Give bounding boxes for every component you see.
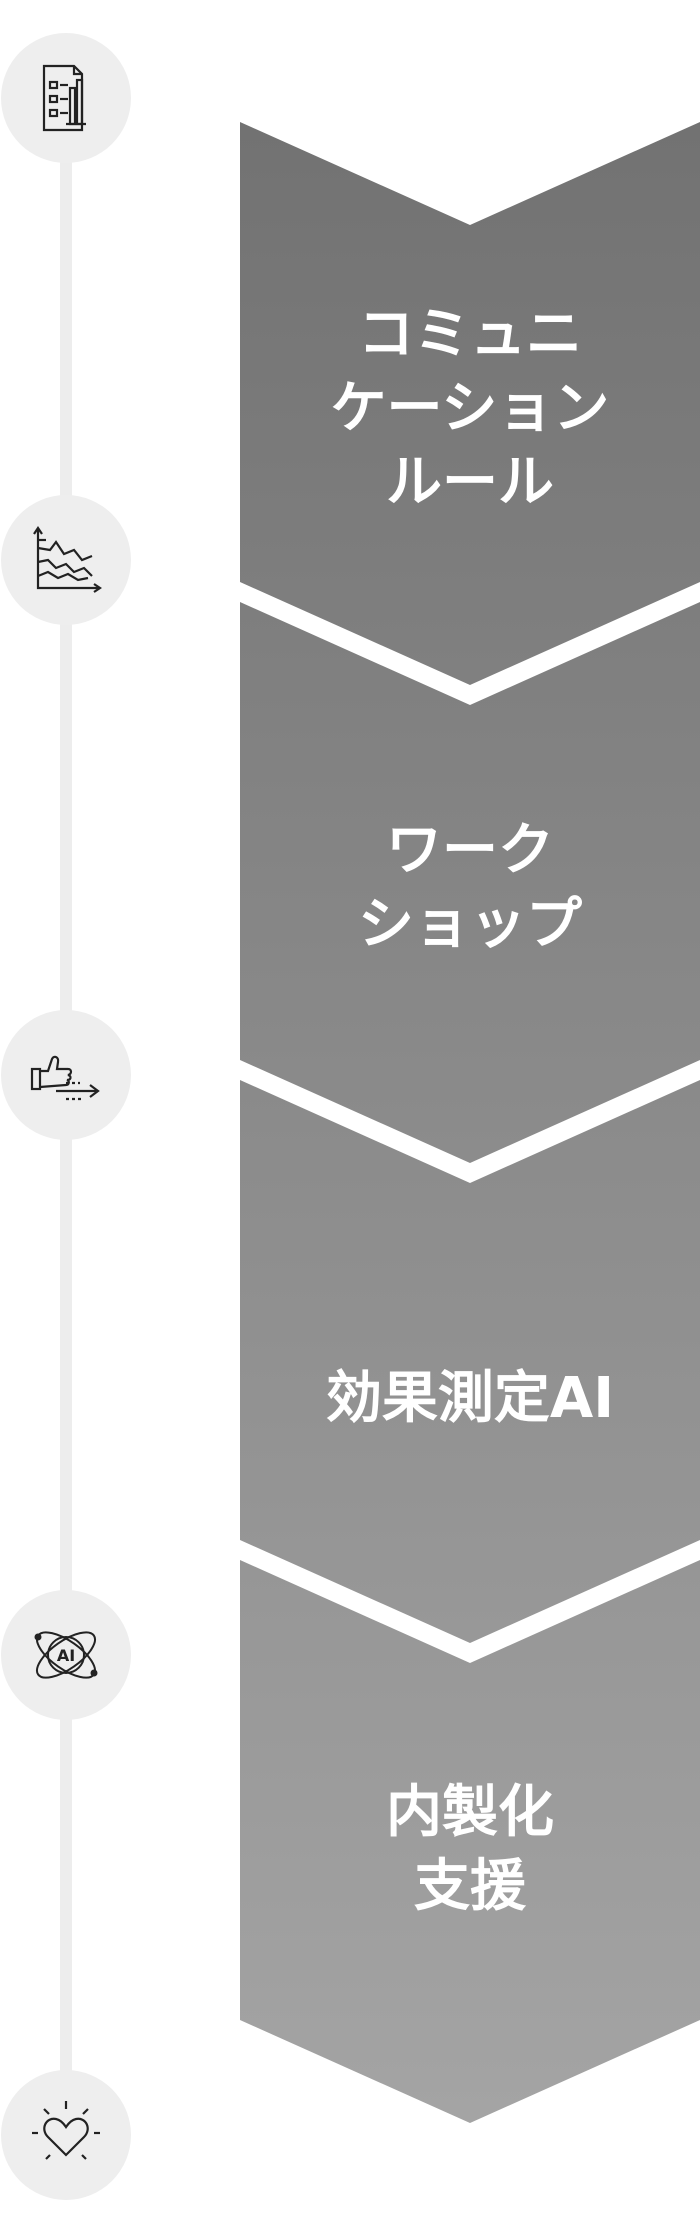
thumbs-up-arrow-icon bbox=[30, 1055, 100, 1101]
ai-atom-icon: AI bbox=[34, 1631, 98, 1679]
heart-sparkle-icon bbox=[32, 2101, 100, 2160]
step-icon-circle-4: AI bbox=[1, 1590, 131, 1720]
step-icon-circle-3 bbox=[1, 1010, 131, 1140]
chevron-step-1 bbox=[240, 122, 700, 685]
step-label-4: 内製化 支援 bbox=[386, 1780, 554, 1919]
line-chart-icon bbox=[33, 526, 102, 593]
step-label-2: ワーク ショップ bbox=[358, 818, 582, 957]
chevron-step-4 bbox=[240, 1560, 700, 2123]
step-label-1: コミュニ ケーション ルール bbox=[330, 302, 610, 515]
chevron-step-2 bbox=[240, 602, 700, 1163]
step-icon-circle-1 bbox=[1, 33, 131, 163]
step-icon-circle-5 bbox=[1, 2070, 131, 2200]
step-label-3: 効果測定AI bbox=[325, 1366, 615, 1431]
chevron-step-3 bbox=[240, 1080, 700, 1643]
step-icon-circle-2 bbox=[1, 495, 131, 625]
document-chart-icon bbox=[42, 64, 86, 132]
svg-text:AI: AI bbox=[57, 1646, 75, 1665]
